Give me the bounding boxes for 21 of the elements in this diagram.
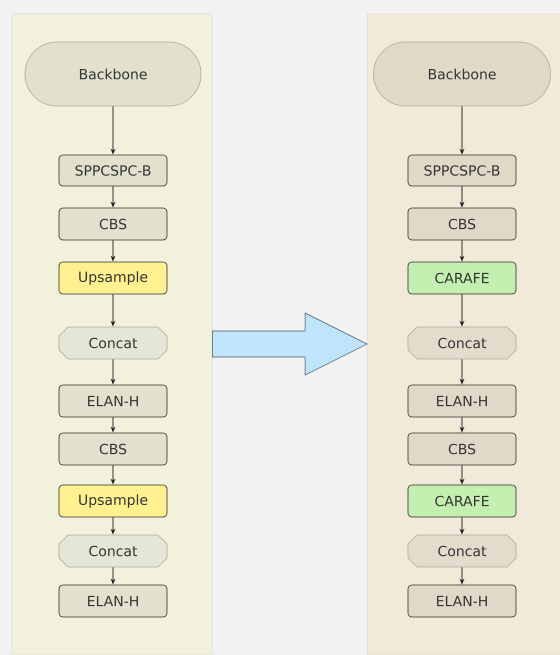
- terminal-node: Backbone: [373, 42, 551, 106]
- process-box: Upsample: [58, 484, 168, 518]
- concat-box: Concat: [408, 326, 516, 360]
- concat-box: Concat: [58, 534, 168, 568]
- process-box: CBS: [58, 208, 168, 240]
- process-box: ELAN-H: [408, 384, 516, 418]
- process-box: CBS: [408, 208, 516, 240]
- process-box: Upsample: [58, 262, 168, 294]
- process-box: SPPCSPC-B: [408, 154, 516, 186]
- concat-box: Concat: [408, 534, 516, 568]
- block-arrow: [212, 312, 368, 376]
- process-box: CBS: [408, 432, 516, 466]
- terminal-node: Backbone: [24, 42, 202, 106]
- process-box: ELAN-H: [58, 384, 168, 418]
- process-box: CARAFE: [408, 484, 516, 518]
- process-box: CBS: [58, 432, 168, 466]
- process-box: SPPCSPC-B: [58, 154, 168, 186]
- concat-box: Concat: [58, 326, 168, 360]
- process-box: ELAN-H: [58, 584, 168, 618]
- process-box: CARAFE: [408, 262, 516, 294]
- process-box: ELAN-H: [408, 584, 516, 618]
